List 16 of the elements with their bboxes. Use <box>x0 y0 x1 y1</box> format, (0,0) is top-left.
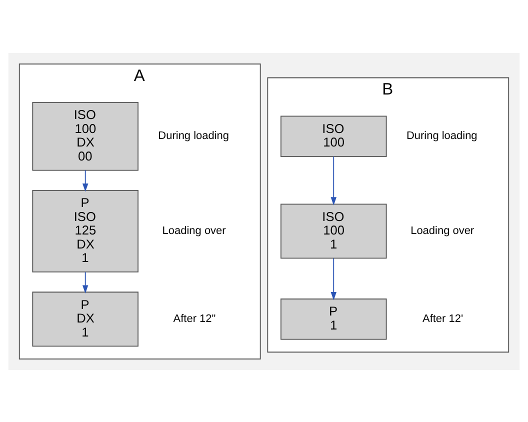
node-label: Loading over <box>162 224 226 237</box>
arrow <box>82 271 88 293</box>
arrow <box>82 169 88 192</box>
node-label: During loading <box>158 130 230 142</box>
node-box: P DX 1 <box>32 291 138 346</box>
node-box: ISO 100 <box>280 115 387 156</box>
node-box: ISO 100 DX 00 <box>32 102 138 170</box>
arrow <box>330 257 337 300</box>
node-box: P 1 <box>280 298 387 340</box>
node-box: ISO 100 1 <box>280 203 387 258</box>
node-label: After 12' <box>422 312 464 324</box>
node-box: P ISO 125 DX 1 <box>32 189 138 272</box>
arrow <box>330 156 337 205</box>
node-label: Loading over <box>410 224 474 237</box>
node-label: During loading <box>406 130 478 142</box>
node-label: After 12" <box>173 312 216 324</box>
